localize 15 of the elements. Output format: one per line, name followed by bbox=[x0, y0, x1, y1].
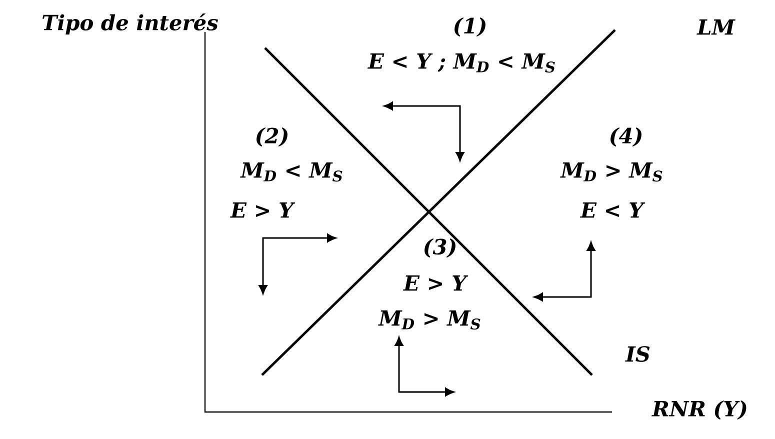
axis-label: LM bbox=[696, 19, 736, 35]
axis-label: (4) bbox=[610, 127, 642, 147]
axis-label: (2) bbox=[256, 127, 288, 147]
axis-label: E < Y bbox=[580, 202, 646, 218]
axis-label: (3) bbox=[424, 238, 456, 258]
axis-label: (1) bbox=[454, 17, 486, 37]
axis-label: RNR (Y) bbox=[652, 400, 746, 420]
axis-label: M$_{D}$ < M$_{S}$ bbox=[240, 162, 342, 182]
axis-label: IS bbox=[625, 346, 650, 362]
axis-label: E > Y bbox=[230, 202, 296, 218]
axis-label: E > Y bbox=[403, 275, 468, 291]
axis-label: E < Y ; M$_{D}$ < M$_{S}$ bbox=[368, 53, 555, 73]
axis-label: M$_{D}$ > M$_{S}$ bbox=[560, 162, 662, 182]
axis-label: Tipo de interés bbox=[42, 13, 218, 35]
axis-label: M$_{D}$ > M$_{S}$ bbox=[378, 310, 480, 330]
